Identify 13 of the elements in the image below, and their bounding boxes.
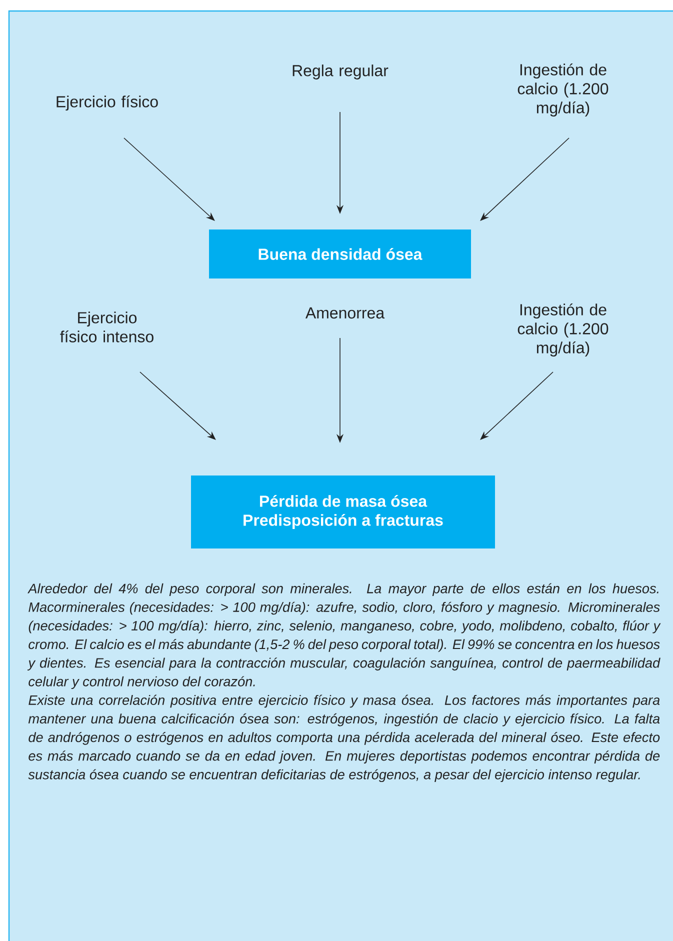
- factor-label: Ejercicio físico intenso: [60, 312, 154, 342]
- factor-label: Regla regular: [292, 64, 388, 80]
- factor-label: Amenorrea: [305, 307, 385, 319]
- factor-label: Ingestión de calcio (1.200 mg/día): [518, 63, 608, 117]
- result-box: Buena densidad ósea: [209, 230, 471, 278]
- result-box: Pérdida de masa ósea Predisposición a fracturas: [191, 476, 495, 548]
- arrow: [140, 372, 216, 440]
- note-text: Alrededor del 4% del peso corporal son minerales. La mayor parte de ellos están en los huesos. Macorminerales (necesidades: > 100 mg/día): azufre, sodio, cloro, fósforo y magnesio. Microminerales (necesidades: > 100 mg/día): hierro, zinc, selenio, manganeso, cobre, yodo, molibdeno, cobalto, flúor y cromo. El calcio es el más abundante (1,5-2 % del peso corporal total). El 99% se concentra en los huesos y dientes. Es esencial para la contracción muscular, coagulación sanguínea, control de paermeabilidad celular y control nervioso del corazón. Existe una correlación positiva entre ejercicio físico y masa ósea. Los factores más importantes para mantener una buena calcificación ósea son: estrógenos, ingestión de clacio y ejercicio físico. La falta de andrógenos o estrógenos en adultos comporta una pérdida acelerada del mineral óseo. Este efecto es más marcado cuando se da en edad joven. En mujeres deportistas podemos encontrar pérdida de sustancia ósea cuando se encuentran deficitarias de estrógenos, a pesar del ejercicio intenso regular.: [27, 583, 661, 782]
- arrow: [480, 372, 554, 440]
- factor-label: Ingestión de calcio (1.200 mg/día): [518, 303, 608, 357]
- arrow: [124, 138, 215, 221]
- factor-label: Ejercicio físico: [56, 95, 158, 111]
- arrow: [480, 138, 570, 221]
